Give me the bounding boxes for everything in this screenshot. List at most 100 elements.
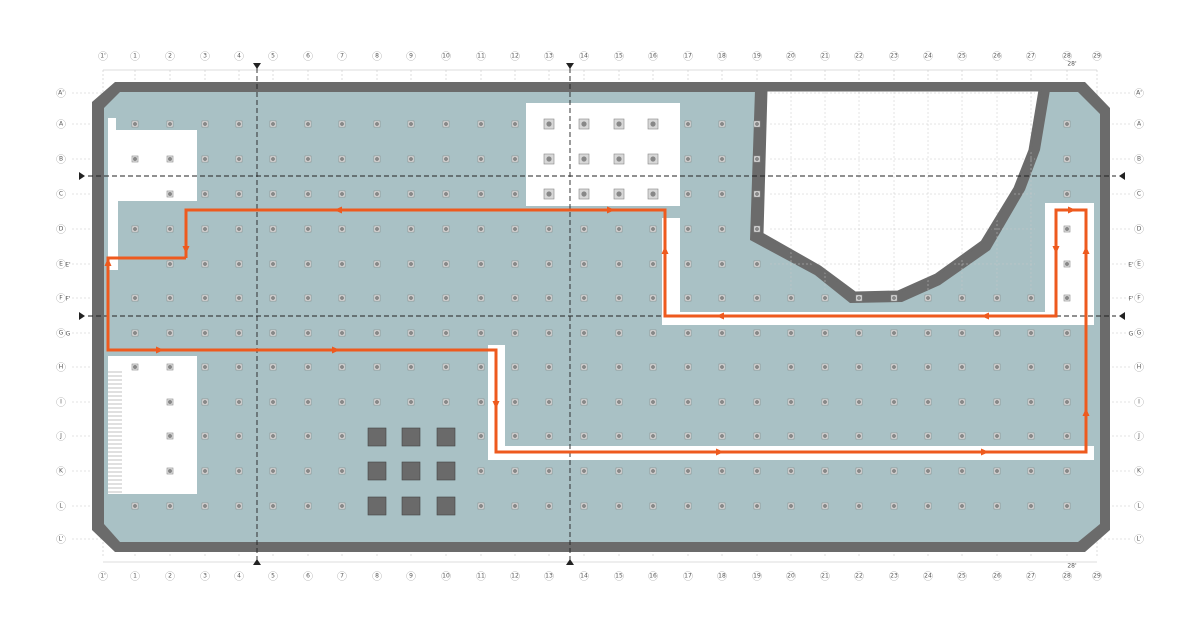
route-arrow-icon	[156, 346, 164, 354]
column-core	[926, 469, 930, 473]
row-bubble	[1134, 328, 1144, 338]
triangle-marker-icon	[79, 312, 85, 320]
column-label: 14	[580, 573, 588, 580]
column-core	[582, 262, 586, 266]
column-label: 1	[133, 573, 137, 580]
column-core	[203, 434, 207, 438]
column-core	[340, 227, 344, 231]
column-core	[133, 296, 137, 300]
column-core	[1065, 192, 1069, 196]
route-arrow-icon	[182, 246, 190, 254]
column-core	[340, 365, 344, 369]
row-bubble	[1134, 189, 1144, 199]
column-core	[995, 365, 999, 369]
column-bubble	[337, 571, 347, 581]
column-core	[306, 262, 310, 266]
column-core	[720, 400, 724, 404]
column-core	[1029, 296, 1033, 300]
column-core	[720, 504, 724, 508]
column-core	[650, 191, 656, 197]
column-core	[271, 262, 275, 266]
row-bubble	[56, 397, 66, 407]
column-core	[616, 156, 622, 162]
column-core	[409, 400, 413, 404]
column-label: 13	[545, 53, 553, 60]
row-label: K	[59, 468, 64, 475]
column-core	[823, 400, 827, 404]
column-label: 29	[1093, 573, 1101, 580]
hatched-pier	[401, 461, 421, 481]
column-core	[617, 434, 621, 438]
column-bubble	[544, 51, 554, 61]
column-core	[823, 296, 827, 300]
column-bubble	[889, 51, 899, 61]
column-core	[926, 296, 930, 300]
column-label: 24	[924, 53, 932, 60]
column-core	[1065, 400, 1069, 404]
column-label: 23	[890, 573, 898, 580]
route-arrow-icon	[492, 401, 500, 409]
column-core	[686, 469, 690, 473]
column-label: 6	[306, 53, 310, 60]
column-core	[409, 331, 413, 335]
column-core	[479, 331, 483, 335]
row-label: F	[59, 295, 63, 302]
column-core	[857, 331, 861, 335]
column-core	[582, 331, 586, 335]
column-core	[960, 469, 964, 473]
row-bubble	[56, 431, 66, 441]
column-bubble	[130, 51, 140, 61]
column-core	[1065, 296, 1069, 300]
column-core	[651, 227, 655, 231]
column-core	[546, 191, 552, 197]
column-core	[340, 192, 344, 196]
row-label: K	[1137, 468, 1142, 475]
row-label-variant: G	[1129, 331, 1134, 338]
column-core	[168, 469, 172, 473]
column-core	[617, 262, 621, 266]
column-core	[444, 400, 448, 404]
row-label: C	[59, 191, 63, 198]
column-core	[513, 400, 517, 404]
column-core	[306, 296, 310, 300]
column-label: 10	[442, 573, 450, 580]
column-core	[755, 122, 759, 126]
column-label: 22	[855, 53, 863, 60]
column-core	[375, 365, 379, 369]
column-bubble	[1026, 571, 1036, 581]
column-core	[857, 400, 861, 404]
column-bubble	[98, 571, 108, 581]
row-bubble	[56, 88, 66, 98]
column-core	[720, 157, 724, 161]
column-core	[237, 122, 241, 126]
column-bubble	[614, 51, 624, 61]
column-core	[203, 469, 207, 473]
row-label-variant: E'	[1128, 262, 1134, 269]
column-core	[686, 296, 690, 300]
column-core	[789, 365, 793, 369]
column-core	[650, 121, 656, 127]
column-core	[926, 400, 930, 404]
column-core	[789, 504, 793, 508]
evacuation-route	[104, 206, 1090, 456]
column-label-extra: 28'	[1067, 61, 1077, 68]
void-stair-upper	[108, 201, 118, 270]
void-left-upper	[108, 130, 197, 201]
column-core	[547, 504, 551, 508]
column-label: 5	[271, 573, 275, 580]
column-core	[686, 331, 690, 335]
row-bubble	[56, 362, 66, 372]
column-core	[306, 504, 310, 508]
row-bubble	[1134, 119, 1144, 129]
column-core	[755, 434, 759, 438]
column-label: 14	[580, 53, 588, 60]
column-core	[133, 157, 137, 161]
row-label: J	[1137, 433, 1140, 440]
column-core	[582, 469, 586, 473]
column-label: 17	[684, 573, 692, 580]
route-arrow-icon	[716, 448, 724, 456]
evacuation-route-path	[106, 208, 1088, 454]
column-label: 26	[993, 53, 1001, 60]
column-label: 25	[958, 573, 966, 580]
row-label: D	[1137, 226, 1142, 233]
